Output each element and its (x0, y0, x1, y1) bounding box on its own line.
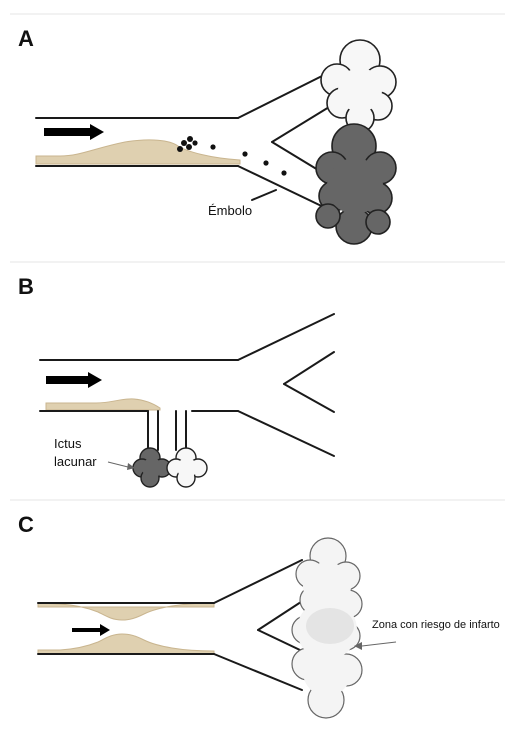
infarct-shade-c (306, 608, 354, 644)
panel-a: A (18, 26, 396, 244)
lacunar-cloud-dark (133, 448, 171, 487)
panel-frames (10, 14, 505, 500)
panel-c: C (18, 512, 500, 718)
infarct-cloud-dark-a (316, 124, 396, 244)
panel-b: B (18, 274, 334, 487)
plaque-c-bottom (38, 634, 214, 654)
lacunar-label-line2: lacunar (54, 454, 97, 469)
flow-arrow-icon (72, 624, 110, 636)
plaque-b (46, 399, 160, 410)
flow-arrow-icon (46, 372, 102, 388)
lacunar-label-line1: Ictus (54, 436, 82, 451)
infarct-risk-label: Zona con riesgo de infarto (372, 619, 500, 631)
panel-c-letter: C (18, 512, 34, 537)
vessel-b (40, 314, 334, 456)
pointer-arrow-b (108, 462, 135, 470)
panel-b-letter: B (18, 274, 34, 299)
infarct-cloud-light-a (321, 40, 396, 132)
embolus-label: Émbolo (208, 203, 252, 218)
flow-arrow-icon (44, 124, 104, 140)
plaque-c-top (38, 603, 214, 620)
panel-a-letter: A (18, 26, 34, 51)
plaque-a (36, 140, 240, 164)
lacunar-cloud-light (167, 448, 207, 487)
pointer-arrow-c (354, 642, 396, 650)
vessel-c (38, 560, 304, 690)
